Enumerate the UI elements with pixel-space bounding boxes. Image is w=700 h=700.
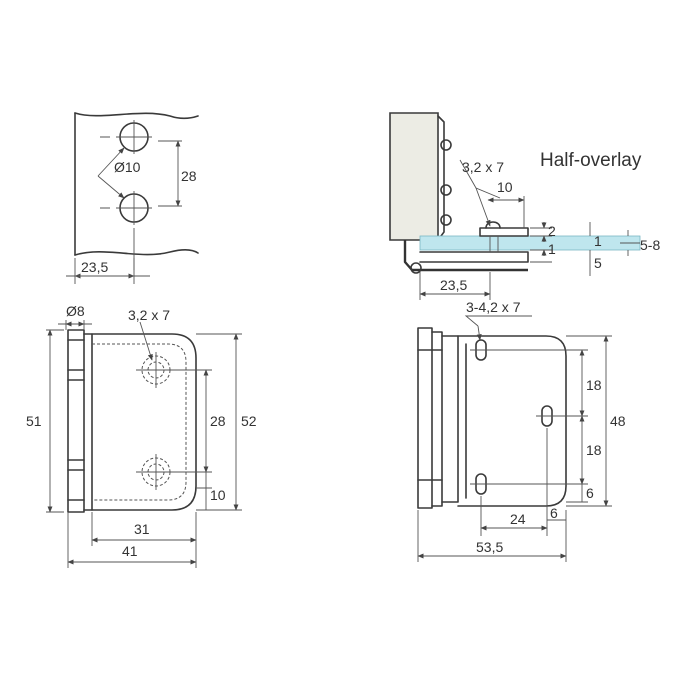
label-glass-range: 5-8 (640, 237, 660, 253)
label-front-10: 10 (210, 487, 226, 503)
label-side-2: 2 (548, 223, 556, 239)
front-view: Ø8 3,2 x 7 51 52 28 10 31 41 (26, 303, 257, 568)
label-front-28: 28 (210, 413, 226, 429)
label-front-51: 51 (26, 413, 42, 429)
label-hole-spacing: 28 (181, 168, 197, 184)
label-back-6b: 6 (550, 505, 558, 521)
label-hole-dia: Ø10 (114, 159, 141, 175)
label-back-48: 48 (610, 413, 626, 429)
front-slot-upper (136, 352, 176, 388)
label-front-31: 31 (134, 521, 150, 537)
label-back-slot: 3-4,2 x 7 (466, 299, 521, 315)
back-view: 3-4,2 x 7 18 18 48 6 6 24 53,5 (417, 299, 626, 562)
label-front-slot: 3,2 x 7 (128, 307, 170, 323)
label-back-53-5: 53,5 (476, 539, 503, 555)
view-title: Half-overlay (540, 150, 642, 171)
label-back-18b: 18 (586, 442, 602, 458)
label-edge-offset: 23,5 (81, 259, 108, 275)
label-back-6a: 6 (586, 485, 594, 501)
glass-plate (419, 235, 641, 251)
label-back-24: 24 (510, 511, 526, 527)
drilling-pattern-view: Ø10 28 23,5 (66, 112, 199, 284)
front-slot-lower (136, 454, 176, 490)
label-side-1a: 1 (548, 241, 556, 257)
label-side-10: 10 (497, 179, 513, 195)
side-section-view: Half-overlay 3,2 x 7 10 2 1 1 5 (389, 112, 660, 300)
label-side-1b: 1 (594, 233, 602, 249)
label-front-52: 52 (241, 413, 257, 429)
label-front-41: 41 (122, 543, 138, 559)
label-back-18a: 18 (586, 377, 602, 393)
label-side-5: 5 (594, 255, 602, 271)
label-side-slot: 3,2 x 7 (462, 159, 504, 175)
label-dia-8: Ø8 (66, 303, 85, 319)
label-side-23-5: 23,5 (440, 277, 467, 293)
